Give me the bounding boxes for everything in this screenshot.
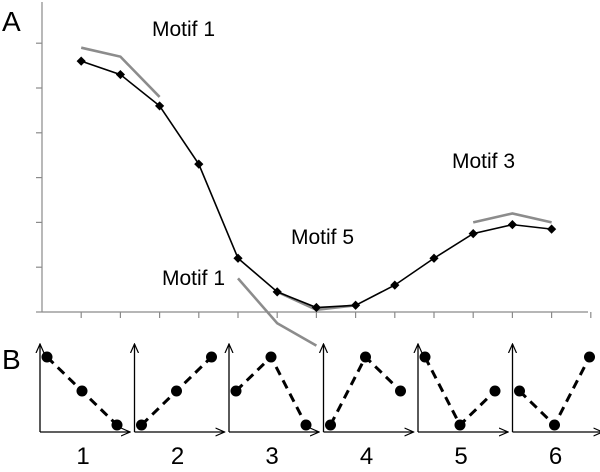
motif-label: Motif 1 (152, 18, 215, 41)
motif-point (300, 419, 312, 431)
data-point (429, 253, 439, 263)
data-point (547, 224, 557, 234)
x-ticks (80, 312, 592, 318)
motif-point (171, 385, 182, 397)
data-point (468, 229, 478, 239)
motif-point (419, 351, 431, 363)
motif-point (325, 419, 336, 431)
motif-icon: 6 (513, 344, 600, 470)
data-point (272, 287, 282, 297)
motif-point (360, 351, 371, 363)
motif-icon: 3 (229, 344, 319, 470)
motif-label: Motif 1 (162, 267, 225, 290)
panel-b-label: B (2, 344, 21, 375)
motif-point (514, 385, 525, 397)
panel-a-label: A (2, 6, 21, 37)
motif-fit-line (80, 46, 161, 98)
data-point (115, 69, 125, 80)
data-series (76, 56, 557, 313)
motif-point (489, 385, 501, 397)
data-point (507, 220, 517, 230)
motif-label: Motif 5 (291, 226, 354, 249)
panel-b-motifs: 1 2 3 4 5 6 (40, 344, 600, 470)
motif-point (136, 419, 147, 431)
motif-number: 6 (549, 443, 562, 470)
motif-point (76, 385, 88, 397)
motif-fit-line (237, 277, 318, 347)
motif-point (206, 351, 217, 363)
motif-fit-lines (80, 46, 552, 347)
motif-icon: 4 (324, 344, 414, 470)
motif-number: 5 (454, 443, 467, 470)
data-point (311, 302, 321, 313)
data-point (351, 300, 361, 310)
motif-number: 3 (265, 443, 278, 470)
data-point (233, 253, 243, 263)
motif-trend-line (329, 354, 402, 426)
motif-number: 4 (360, 443, 373, 470)
motif-point (454, 419, 466, 431)
motif-trend-line (234, 354, 308, 426)
motif-point (41, 351, 53, 363)
motif-fit-line (472, 212, 552, 224)
motif-point (395, 385, 406, 397)
y-ticks (36, 42, 42, 313)
motif-trend-line (423, 356, 497, 428)
motif-trend-line (518, 356, 591, 428)
data-point (390, 280, 400, 290)
series-line (80, 60, 552, 309)
motif-point (549, 419, 560, 431)
motif-number: 1 (76, 443, 89, 470)
data-point (194, 159, 204, 169)
motif-icon: 1 (40, 344, 130, 470)
motif-point (584, 351, 595, 363)
motif-labels: Motif 1 Motif 1 Motif 5 Motif 3 (152, 18, 515, 290)
motif-icon: 2 (135, 344, 225, 470)
motif-number: 2 (171, 443, 184, 470)
motif-point (230, 385, 242, 397)
data-point (155, 101, 165, 111)
motif-icon: 5 (418, 344, 508, 470)
motif-point (111, 419, 123, 431)
motif-label: Motif 3 (452, 150, 515, 173)
panel-a-chart: Motif 1 Motif 1 Motif 5 Motif 3 (36, 2, 592, 347)
data-point (76, 56, 86, 66)
motif-point (265, 351, 277, 363)
